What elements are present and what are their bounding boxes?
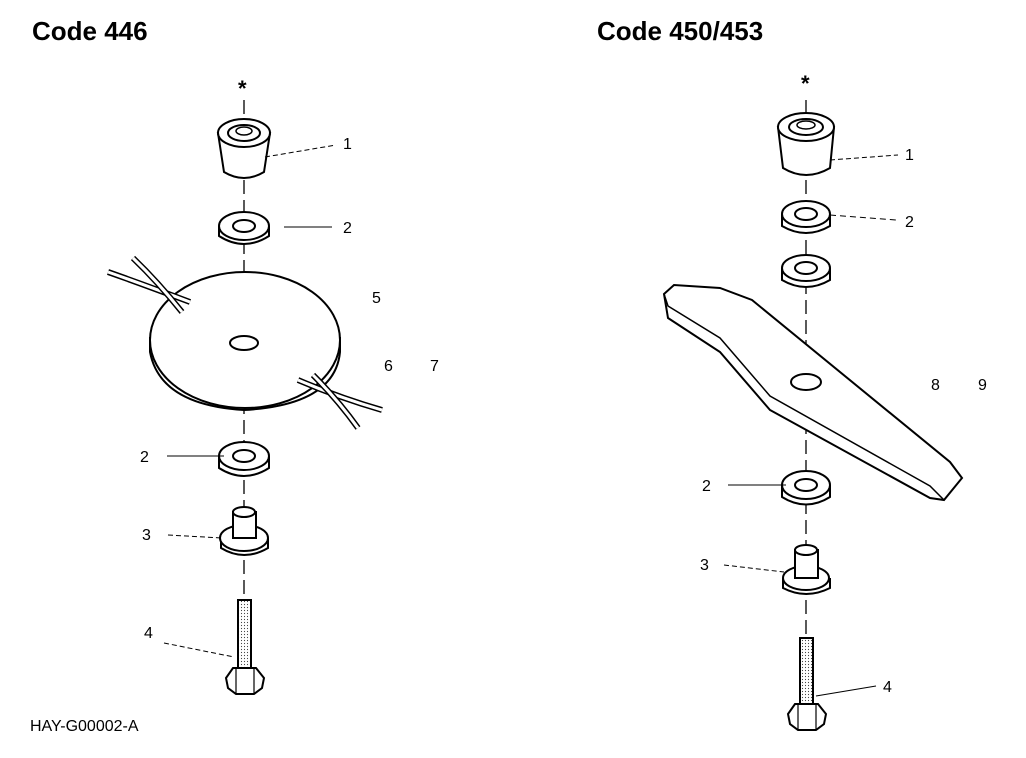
right-part-second-washer [781,254,831,288]
left-callout-5: 5 [372,290,381,307]
left-part-upper-washer [218,211,270,245]
right-callouts: 1 2 8 9 2 3 4 [700,147,987,696]
left-part-bolt [224,599,266,695]
left-callouts: 1 2 5 6 7 2 3 4 [140,136,439,642]
right-callout-8: 8 [931,377,940,394]
right-callout-4: 4 [883,679,892,696]
right-part-blade [662,283,964,502]
left-callout-7: 7 [430,358,439,375]
left-leader-lines [163,144,337,658]
left-assembly: * [107,76,439,695]
right-assembly: * [662,71,987,731]
right-callout-2-lower: 2 [702,478,711,495]
left-callout-6: 6 [384,358,393,375]
right-part-bolt [786,637,828,731]
right-callout-3: 3 [700,557,709,574]
right-part-cap [776,112,836,176]
left-callout-1: 1 [343,136,352,153]
left-part-spacer [219,506,269,556]
right-leader-lines [723,154,899,697]
right-callout-2-upper: 2 [905,214,914,231]
left-callout-4: 4 [144,625,153,642]
right-star-marker: * [801,71,810,96]
right-callout-9: 9 [978,377,987,394]
right-diagram-title: Code 450/453 [597,16,764,46]
left-star-marker: * [238,76,247,101]
left-callout-2-upper: 2 [343,220,352,237]
left-callout-3: 3 [142,527,151,544]
left-part-cap [216,118,272,179]
left-callout-2-lower: 2 [140,449,149,466]
right-part-upper-washer [781,200,831,234]
left-part-lower-washer [218,441,270,477]
right-part-spacer [782,544,831,595]
right-callout-1: 1 [905,147,914,164]
right-part-lower-washer [781,470,831,506]
left-part-cutting-disc [107,255,383,430]
drawing-reference-code: HAY-G00002-A [30,718,139,735]
left-diagram-title: Code 446 [32,16,148,46]
